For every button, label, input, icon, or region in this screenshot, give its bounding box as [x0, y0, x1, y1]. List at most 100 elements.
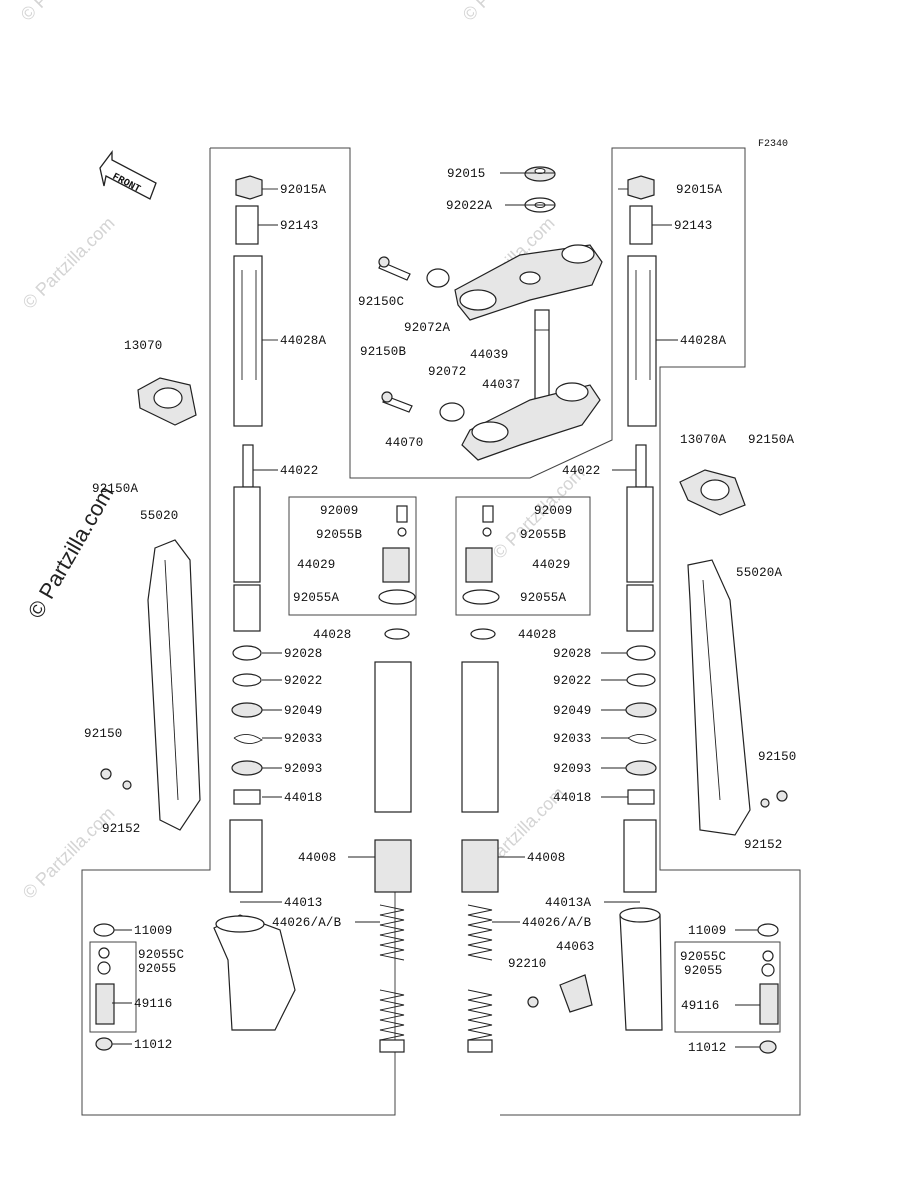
- label-44070: 44070: [385, 436, 424, 450]
- label-left-92055C: 92055C: [138, 948, 184, 962]
- label-right-44028: 44028: [518, 628, 557, 642]
- bolt-92150C: [378, 256, 411, 281]
- label-92150B: 92150B: [360, 345, 407, 359]
- right-bolt-92150: [776, 790, 788, 802]
- watermark-left: © Partzilla.com: [19, 213, 119, 313]
- right-spring-44026: [467, 904, 493, 1053]
- label-44037: 44037: [482, 378, 521, 392]
- left-outer-tube-44013: [213, 914, 296, 1031]
- label-right-92009: 92009: [534, 504, 573, 518]
- clamp-13070A: [679, 469, 746, 516]
- label-right-11009: 11009: [688, 924, 727, 938]
- right-outer-slider-44008: [461, 661, 499, 893]
- clamp-92072: [439, 402, 465, 422]
- label-right-92152: 92152: [744, 838, 783, 852]
- axle-clamp-44063: [527, 974, 593, 1013]
- left-inner-tube-44028A: [233, 255, 263, 427]
- label-left-11009: 11009: [134, 924, 173, 938]
- lower-clamp-44037: [461, 382, 601, 461]
- label-left-92152: 92152: [102, 822, 141, 836]
- left-collar-92143: [235, 205, 259, 245]
- label-left-92055: 92055: [138, 962, 177, 976]
- left-spring-44026: [379, 904, 405, 1053]
- label-right-92015A: 92015A: [676, 183, 723, 197]
- label-left-92093: 92093: [284, 762, 323, 776]
- clamp-13070: [137, 377, 197, 426]
- left-seal-92093: [231, 760, 263, 776]
- label-right-44018: 44018: [553, 791, 592, 805]
- watermark-top-center: © Partzilla.com: [459, 0, 559, 25]
- right-bushing-44018: [627, 789, 655, 805]
- label-left-92143: 92143: [280, 219, 319, 233]
- left-outer-slider-44008: [374, 661, 412, 893]
- label-right-92055A: 92055A: [520, 591, 567, 605]
- watermark-main: © Partzilla.com: [23, 482, 119, 623]
- right-damper-rod-44022: [626, 444, 654, 632]
- label-right-92022: 92022: [553, 674, 592, 688]
- label-right-92150A: 92150A: [748, 433, 795, 447]
- part-labels: 92015 92022A 92150C 92072A 44039 92150B …: [84, 167, 796, 1055]
- right-seal-92093: [625, 760, 657, 776]
- label-92072: 92072: [428, 365, 467, 379]
- right-ring-44028: [470, 628, 496, 640]
- right-valve-kit-parts: [757, 923, 779, 1054]
- left-damper-rod-44022: [233, 444, 261, 632]
- frame-steering-stem: [210, 147, 801, 1116]
- right-fork-guard-55020A: [687, 559, 751, 836]
- label-left-44026: 44026/A/B: [272, 916, 342, 930]
- label-left-92055A: 92055A: [293, 591, 340, 605]
- left-fork-guard-55020: [147, 539, 201, 831]
- label-left-44013: 44013: [284, 896, 323, 910]
- left-seal-92049: [231, 702, 263, 718]
- label-left-44022: 44022: [280, 464, 319, 478]
- label-92150C: 92150C: [358, 295, 404, 309]
- label-left-13070: 13070: [124, 339, 163, 353]
- label-right-92033: 92033: [553, 732, 592, 746]
- label-right-49116: 49116: [681, 999, 720, 1013]
- left-bushing-44018: [233, 789, 261, 805]
- left-bushing-lower: [229, 819, 263, 893]
- left-bolt-92150: [100, 768, 112, 780]
- right-washer-92022: [626, 673, 656, 687]
- left-ring-92028: [232, 645, 262, 661]
- upper-clamp-44039: [454, 244, 603, 321]
- right-cap-nut: [627, 175, 655, 200]
- label-right-92210: 92210: [508, 957, 547, 971]
- right-cap-kit-parts: [462, 505, 500, 605]
- label-right-92055: 92055: [684, 964, 723, 978]
- label-left-92049: 92049: [284, 704, 323, 718]
- label-right-44028A: 44028A: [680, 334, 727, 348]
- right-outer-tube-44013A: [619, 907, 663, 1031]
- frame-left-fork: [81, 148, 396, 1116]
- frame-right-cap-kit: [455, 496, 591, 616]
- bolt-92150B: [381, 391, 413, 413]
- label-left-44028A: 44028A: [280, 334, 327, 348]
- label-left-92150: 92150: [84, 727, 123, 741]
- label-left-49116: 49116: [134, 997, 173, 1011]
- label-right-44029: 44029: [532, 558, 571, 572]
- left-washer-92022: [232, 673, 262, 687]
- watermark-lower-left: © Partzilla.com: [19, 803, 119, 903]
- label-left-92015A: 92015A: [280, 183, 327, 197]
- label-right-44013A: 44013A: [545, 896, 592, 910]
- label-left-55020: 55020: [140, 509, 179, 523]
- frame-left-cap-kit: [288, 496, 417, 616]
- label-left-92028: 92028: [284, 647, 323, 661]
- label-left-44018: 44018: [284, 791, 323, 805]
- clamp-92072A: [426, 268, 450, 288]
- label-left-92009: 92009: [320, 504, 359, 518]
- label-right-44026: 44026/A/B: [522, 916, 592, 930]
- label-right-55020A: 55020A: [736, 566, 783, 580]
- leader-lines: [112, 172, 760, 1048]
- label-right-11012: 11012: [688, 1041, 727, 1055]
- label-right-92049: 92049: [553, 704, 592, 718]
- label-92015: 92015: [447, 167, 486, 181]
- label-92072A: 92072A: [404, 321, 451, 335]
- left-ring-44028: [384, 628, 410, 640]
- right-collar-92143: [629, 205, 653, 245]
- frame-left-valve-kit: [89, 941, 137, 1033]
- right-seal-92049: [625, 702, 657, 718]
- front-arrow-icon: FRONT: [99, 150, 157, 200]
- left-cap-kit-parts: [378, 505, 416, 605]
